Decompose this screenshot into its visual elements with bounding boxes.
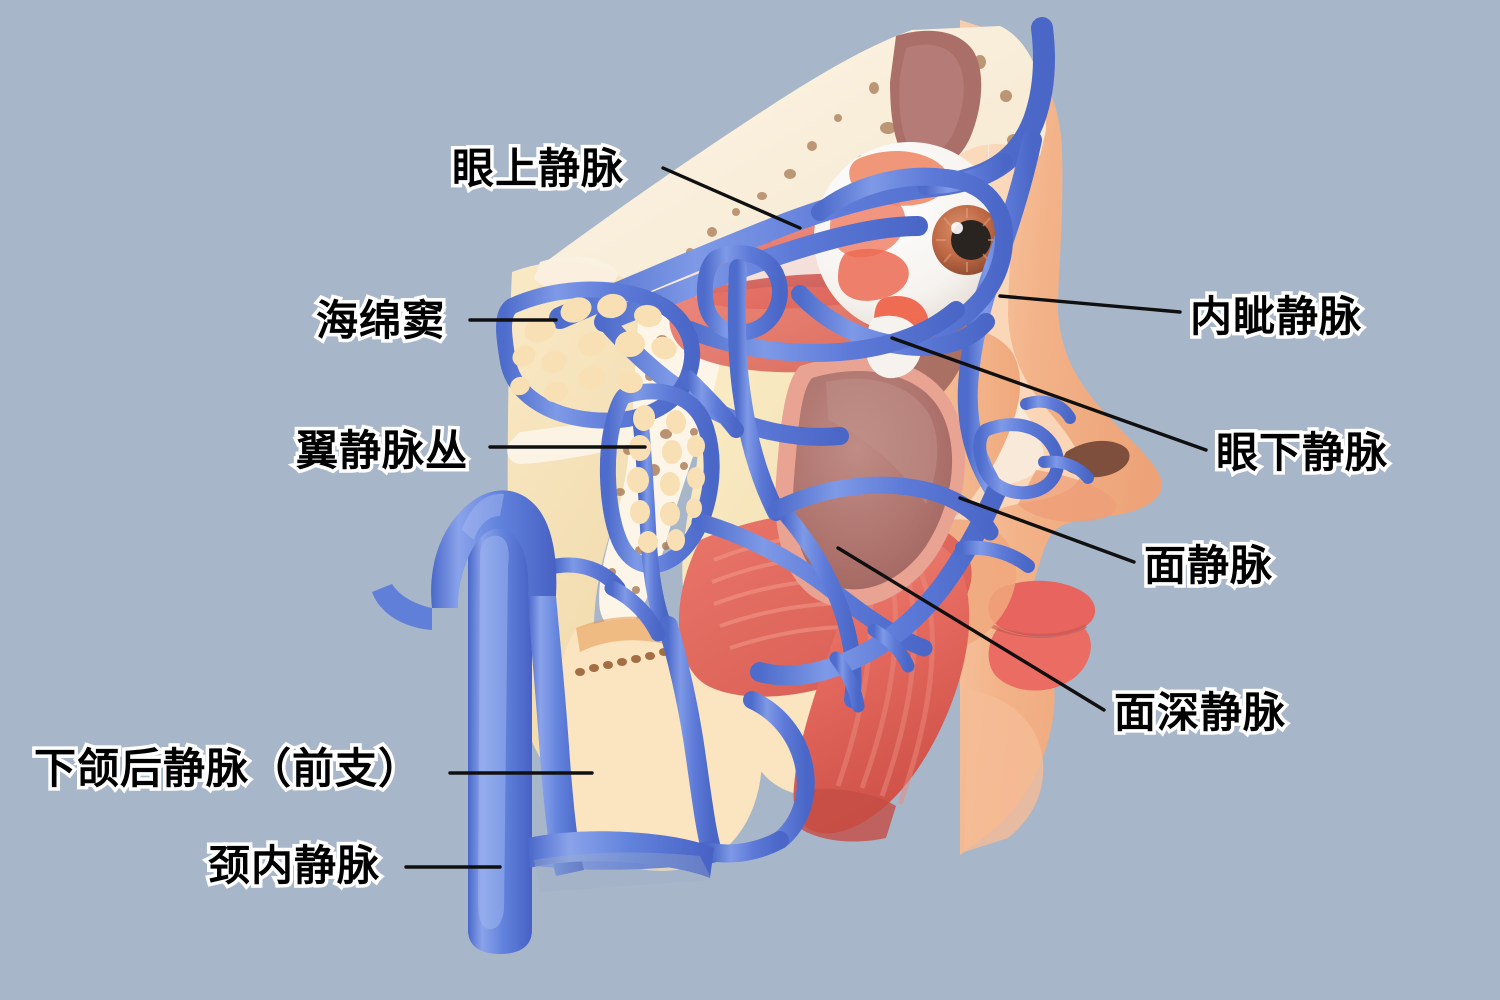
infraorbital-branch xyxy=(1038,455,1094,484)
facial-vein-branch-b xyxy=(829,651,865,713)
pterygoid-plexus-lacunae xyxy=(627,405,705,553)
leader-line-infraorbital-vein xyxy=(890,336,1208,452)
internal-jugular-vein-group xyxy=(372,490,714,954)
nasal-branch xyxy=(1020,395,1076,424)
jugular-posterior-limb xyxy=(528,596,584,876)
orbital-vein-loop xyxy=(696,245,788,341)
anterior-facial-arch xyxy=(767,476,999,541)
jugular-arch-highlight xyxy=(462,493,504,540)
mandibular-venous-loop xyxy=(743,691,815,849)
pterygoid-plexus-outline xyxy=(599,383,720,574)
pterygoid-descending-link xyxy=(604,580,666,642)
label-facial-vein: 面静脉 xyxy=(1140,541,1275,590)
label-angular-vein: 内眦静脉 xyxy=(1186,292,1364,341)
maxillary-sinus-highlight xyxy=(826,378,938,504)
label-retromandibular-vein-anterior-branch: 下颌后静脉（前支） xyxy=(30,744,423,793)
label-superior-ophthalmic-vein: 眼上静脉 xyxy=(448,144,626,193)
masseter-insertion-shadow xyxy=(794,788,896,842)
cavernous-pterygoid-link xyxy=(680,370,744,438)
supraorbital-vein xyxy=(549,17,1055,329)
cavernous-sinus-lacunae xyxy=(510,293,677,403)
leader-line-angular-vein xyxy=(998,294,1182,314)
frontal-sinus-highlight xyxy=(899,44,964,155)
label-cavernous-sinus: 海绵窦 xyxy=(312,296,447,345)
venous-network xyxy=(481,17,1094,870)
periocular-vein-superior xyxy=(811,167,1014,339)
leader-line-superior-ophthalmic-vein xyxy=(661,166,802,230)
label-deep-facial-vein: 面深静脉 xyxy=(1110,688,1288,737)
facial-vein-branch-a xyxy=(867,623,915,673)
deep-facial-ascending xyxy=(776,504,862,708)
jugular-facial-confluence xyxy=(528,831,714,878)
jugular-gloss-highlight xyxy=(478,535,509,930)
label-internal-jugular-vein: 颈内静脉 xyxy=(204,841,382,890)
upper-lip xyxy=(988,580,1096,637)
lip-line xyxy=(991,624,1087,638)
episcleral-patch-inferior xyxy=(838,248,909,301)
facial-vein-branch-c xyxy=(955,540,1035,573)
corneal-light-reflex xyxy=(951,222,963,234)
orbital-descending-vein xyxy=(727,259,785,521)
label-leader-lines xyxy=(404,166,1208,869)
retromandibular-vein-anterior-branch xyxy=(658,616,722,862)
label-pterygoid-venous-plexus: 翼静脉丛 xyxy=(292,426,470,475)
label-infraorbital-vein: 眼下静脉 xyxy=(1212,428,1390,477)
jugular-bulb-arch xyxy=(431,490,557,608)
neck-shadow-wedge xyxy=(534,852,712,892)
cavernous-sinus-outline xyxy=(496,281,701,429)
leader-line-deep-facial-vein xyxy=(836,546,1106,712)
infraorbital-plexus-loop xyxy=(973,418,1065,500)
lower-lip xyxy=(988,628,1091,691)
jugular-left-stub xyxy=(372,584,432,630)
facial-vein xyxy=(750,482,1006,686)
leader-line-facial-vein xyxy=(958,496,1136,564)
chin-highlight xyxy=(964,690,1044,852)
mandibular-loop-inferior xyxy=(703,831,789,863)
